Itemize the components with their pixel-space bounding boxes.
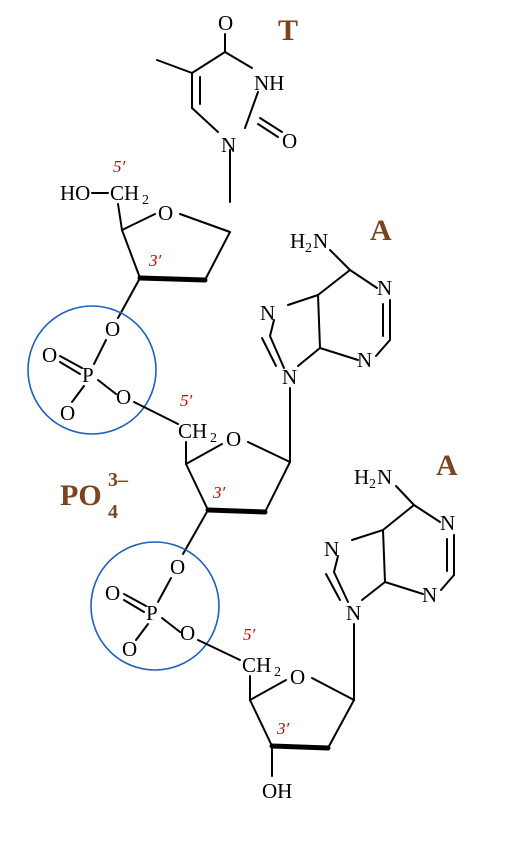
atom-N-adenine1-c: N xyxy=(260,301,275,325)
atom-OH-sugar3: OH xyxy=(262,779,292,803)
phosphate-ion-charge: 3– xyxy=(108,469,129,491)
phosphate-circle-2 xyxy=(90,541,220,671)
atom-H-amine1: H xyxy=(290,229,305,253)
atom-O-thymine-top: O xyxy=(218,11,233,35)
atom-sub2-amine2: 2 xyxy=(369,477,376,492)
phosphate-ion-label: PO 4 3– xyxy=(60,469,129,523)
atom-O-p1-top: O xyxy=(105,317,120,341)
base-label-thymine: T xyxy=(278,14,298,47)
atom-N-adenine2-a: N xyxy=(440,511,455,535)
prime-3-label-1: 3′ xyxy=(148,251,162,270)
phosphate-ion-text: PO xyxy=(60,479,102,512)
atom-O-p2-top: O xyxy=(170,555,185,579)
atom-N-adenine2-c: N xyxy=(324,537,339,561)
atom-O-p1-left: O xyxy=(42,343,57,367)
atom-O-p2-left: O xyxy=(105,581,120,605)
prime-5-label-1: 5′ xyxy=(113,157,126,176)
phosphate-ion-subscript: 4 xyxy=(108,501,118,523)
atom-O-p2-right: O xyxy=(180,621,195,645)
phosphate-circle-1 xyxy=(27,305,157,435)
atom-N-adenine2-d: N xyxy=(346,601,361,625)
atom-O-p2-bottom: O xyxy=(122,637,137,661)
atom-N-adenine1-a: N xyxy=(377,276,392,300)
atom-sub2-sugar3: 2 xyxy=(274,665,281,680)
atom-N-amine2: N xyxy=(377,465,392,489)
atom-O-thymine-right: O xyxy=(282,129,297,153)
atom-O-ring1: O xyxy=(158,201,173,225)
atom-HO-sugar1: HO xyxy=(60,181,90,205)
prime-5-label-3: 5′ xyxy=(243,625,256,644)
phosphate-1: O O P O O xyxy=(27,305,179,435)
atom-CH-sugar1: CH xyxy=(110,181,139,205)
base-label-adenine-1: A xyxy=(370,214,392,247)
prime-3-label-3: 3′ xyxy=(276,719,290,738)
sugar-2: 5′ CH 2 O 3′ xyxy=(178,391,291,555)
atom-O-p1-right: O xyxy=(116,385,131,409)
atom-H-amine2: H xyxy=(354,465,369,489)
atom-P-1: P xyxy=(82,363,94,387)
atom-N-adenine1-b: N xyxy=(357,348,372,372)
atom-N-amine1: N xyxy=(313,229,328,253)
atom-O-ring3: O xyxy=(290,665,305,689)
atom-P-2: P xyxy=(146,601,158,625)
atom-O-ring2: O xyxy=(226,427,241,451)
atom-O-p1-bottom: O xyxy=(60,401,75,425)
atom-CH-sugar3: CH xyxy=(242,653,271,677)
atom-CH-sugar2: CH xyxy=(178,419,207,443)
thymine-group: T O NH O N xyxy=(156,11,298,203)
phosphate-2: O O P O O xyxy=(90,541,241,671)
atom-NH-thymine: NH xyxy=(254,71,284,95)
adenine-2-group: A H 2 N N N N N xyxy=(324,449,458,701)
base-label-adenine-2: A xyxy=(436,449,458,482)
atom-N-adenine2-b: N xyxy=(422,583,437,607)
sugar-1: 5′ HO CH 2 O 3′ xyxy=(60,157,231,319)
atom-sub2-amine1: 2 xyxy=(305,241,312,256)
atom-N-thymine: N xyxy=(221,133,236,157)
atom-sub2-sugar2: 2 xyxy=(210,431,217,446)
sugar-3: 5′ CH 2 O 3′ OH xyxy=(242,625,355,803)
atom-N-adenine1-d: N xyxy=(282,365,297,389)
atom-sub2-sugar1: 2 xyxy=(142,193,149,208)
adenine-1-group: A H 2 N N N N N xyxy=(260,214,392,463)
prime-3-label-2: 3′ xyxy=(212,483,226,502)
prime-5-label-2: 5′ xyxy=(180,391,193,410)
